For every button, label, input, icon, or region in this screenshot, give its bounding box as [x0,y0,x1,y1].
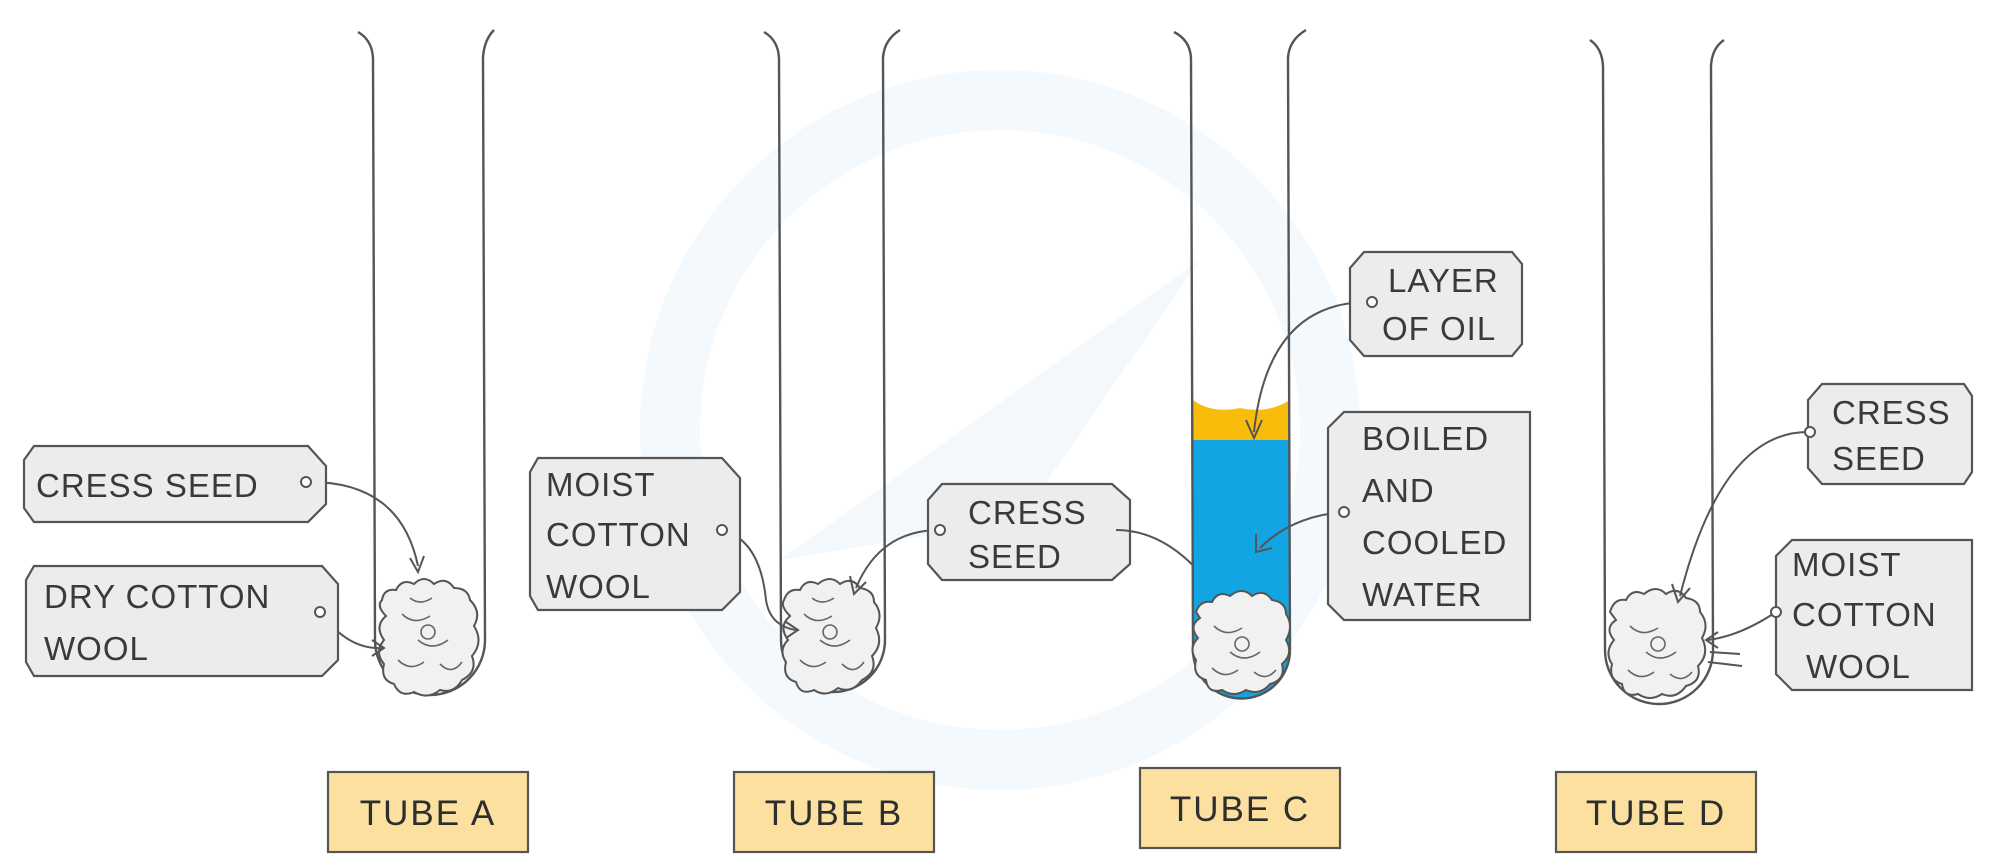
pointer-arrow-icon [371,639,386,657]
tube-c-glass [1173,28,1307,700]
tube-a-group: CRESS SEED DRY COTTON WOOL TUBE A [22,29,530,854]
callout-line: SEED [968,538,1062,575]
callout-line: WOOL [546,568,651,605]
oil-layer [1193,400,1290,440]
pointer-arrow-icon [1255,534,1273,554]
callout-cress-seed: CRESS SEED [22,444,328,524]
callout-line: WATER [1362,576,1482,613]
tube-a-label: TUBE A [326,770,530,854]
tube-label-text: TUBE B [765,794,903,833]
callout-line: WOOL [44,630,149,667]
tube-b-group: MOIST COTTON WOOL CRESS SEED TUBE B [528,28,1215,854]
tube-label-text: TUBE D [1586,794,1726,833]
callout-dry-cotton-wool: DRY COTTON WOOL [24,564,340,678]
callout-line: CRESS [968,494,1087,531]
tube-d-group: CRESS SEED MOIST COTTON WOOL TUBE D [1554,39,1974,854]
callout-line: OF OIL [1382,310,1496,347]
tube-b-label: TUBE B [732,770,936,854]
callout-line: SEED [1832,440,1926,477]
callout-cress-seed: CRESS SEED [926,482,1132,582]
callout-cress-seed: CRESS SEED [1804,382,1974,486]
pointer-arrow-icon [785,621,800,639]
cotton-wool-icon [781,578,881,695]
callout-line: AND [1362,472,1435,509]
callout-line: CRESS SEED [36,467,259,504]
pointer-arrow-icon [409,555,425,575]
callout-line: BOILED [1362,420,1489,457]
callout-line: COTTON [1792,596,1937,633]
tube-label-text: TUBE A [360,794,496,833]
callout-moist-cotton-wool: MOIST COTTON WOOL [1770,538,1974,692]
callout-line: CRESS [1832,394,1951,431]
callout-layer-of-oil: LAYER OF OIL [1348,250,1524,358]
pointer-line [1253,300,1373,433]
pointer-line [1679,430,1811,597]
cotton-wool-icon [1607,588,1707,699]
callout-boiled-and-cooled-water: BOILED AND COOLED WATER [1326,410,1532,622]
pointer-arrow-icon [1671,583,1691,604]
callout-line: WOOL [1806,648,1911,685]
wool-tuft-lines [1707,651,1743,667]
callout-line: DRY COTTON [44,578,270,615]
tube-d-label: TUBE D [1554,770,1758,854]
cotton-wool-icon [1191,590,1291,695]
pointer-arrow-icon [849,575,867,596]
pointer-arrow-icon [1245,419,1263,441]
callout-line: COOLED [1362,524,1507,561]
callout-line: COTTON [546,516,691,553]
tube-d-glass [1589,39,1725,706]
tube-c-label: TUBE C [1138,766,1342,850]
callout-line: MOIST [546,466,656,503]
tube-label-text: TUBE C [1170,790,1310,829]
callout-moist-cotton-wool: MOIST COTTON WOOL [528,456,742,612]
callout-line: MOIST [1792,546,1902,583]
pointer-arrow-icon [1704,631,1719,649]
callout-line: LAYER [1388,262,1499,299]
cotton-wool-icon [378,578,480,697]
pointer-line [1707,611,1777,641]
tube-c-group: LAYER OF OIL BOILED AND COOLED WATER TUB… [1138,28,1532,850]
